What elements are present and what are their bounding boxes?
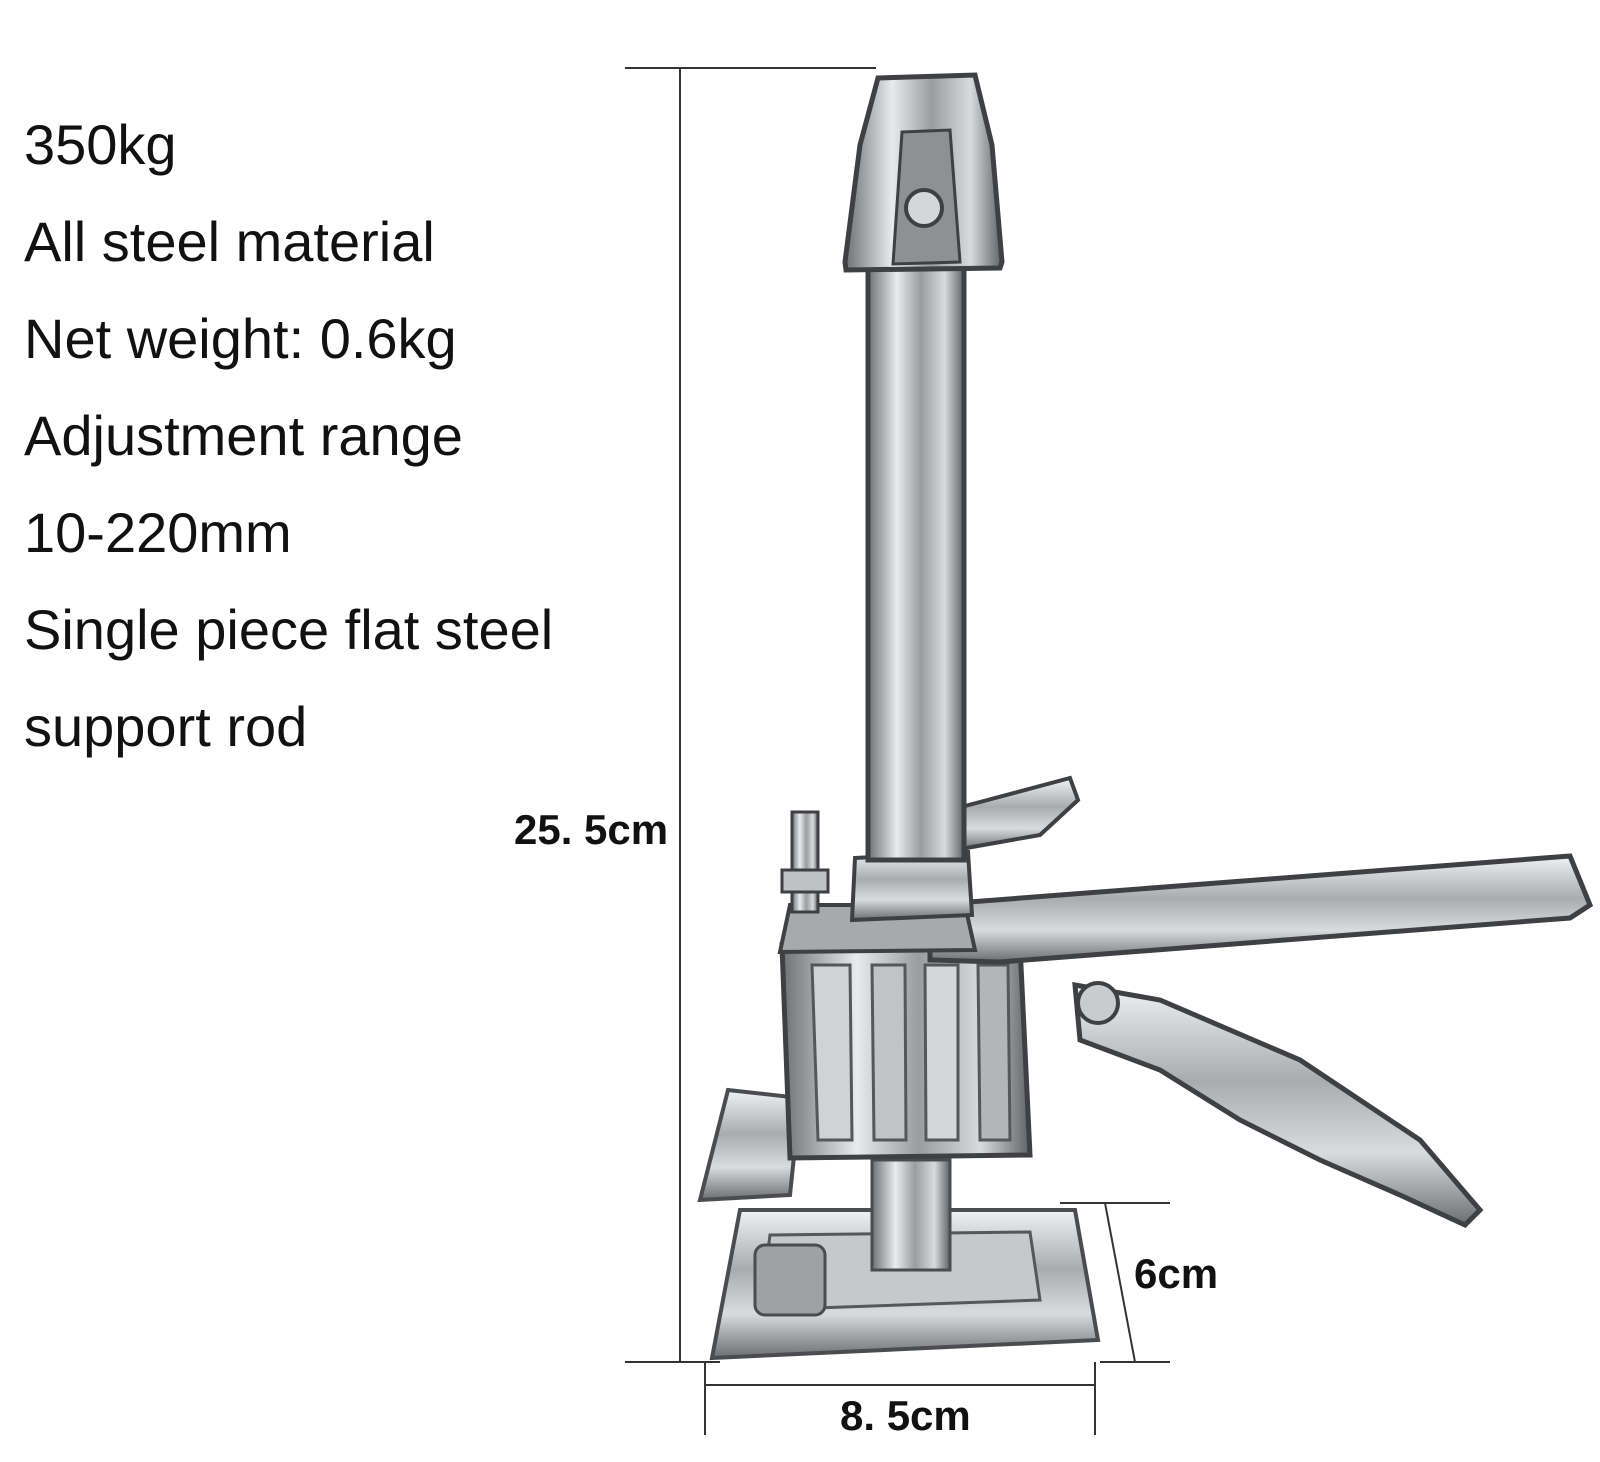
height-dimension-label: 25. 5cm bbox=[514, 806, 669, 853]
base-plate bbox=[709, 1208, 1101, 1361]
lower-rod bbox=[870, 1158, 952, 1272]
spec-adjustment-heading: Adjustment range bbox=[24, 404, 463, 467]
release-lever bbox=[947, 775, 1081, 853]
spec-net-weight: Net weight: 0.6kg bbox=[24, 307, 457, 370]
top-head bbox=[842, 72, 1005, 273]
spec-adjustment-range: 10-220mm bbox=[24, 501, 292, 564]
spec-rod-line-1: Single piece flat steel bbox=[24, 598, 554, 661]
lower-grip-handle bbox=[1072, 981, 1484, 1229]
adjustment-screw bbox=[780, 810, 830, 914]
spec-capacity: 350kg bbox=[24, 113, 177, 176]
dimension-lines bbox=[625, 67, 1170, 1435]
upper-support-rod bbox=[865, 257, 967, 863]
spec-list: 350kg All steel material Net weight: 0.6… bbox=[24, 96, 553, 775]
spec-rod-line-2: support rod bbox=[24, 695, 308, 758]
width-dimension-label: 8. 5cm bbox=[840, 1392, 971, 1439]
body-housing bbox=[779, 942, 1033, 1161]
upper-handle bbox=[927, 853, 1594, 965]
spec-material: All steel material bbox=[24, 210, 435, 273]
front-lip bbox=[697, 1087, 803, 1203]
depth-dimension-label: 6cm bbox=[1134, 1250, 1219, 1297]
pivot-rivet bbox=[1076, 981, 1120, 1025]
